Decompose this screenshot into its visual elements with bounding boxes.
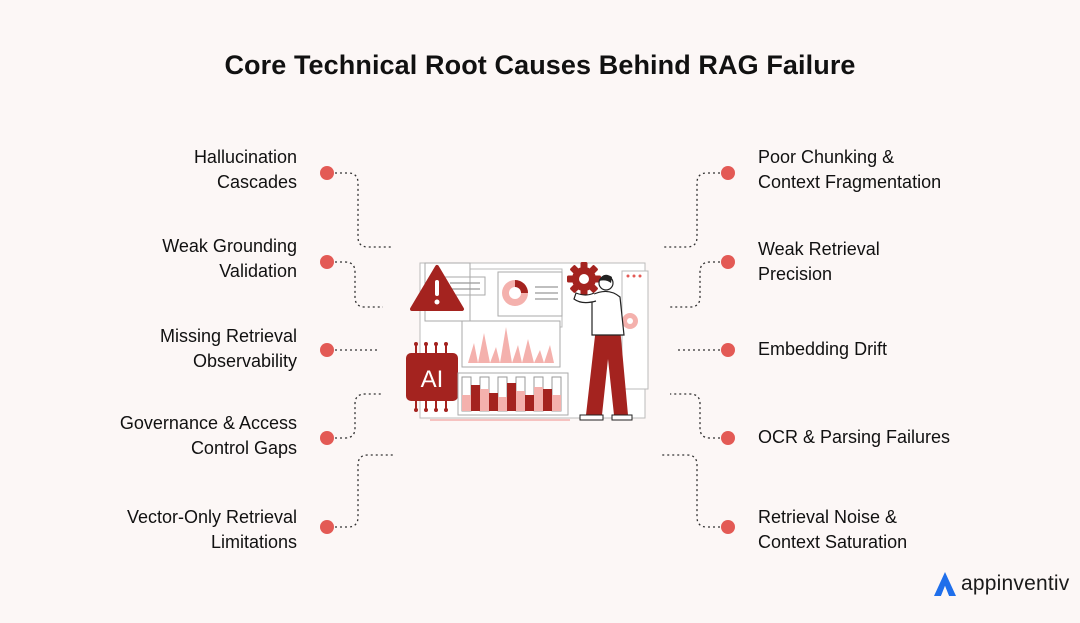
label-line: Observability [192, 351, 297, 371]
spike-chart-icon [461, 320, 561, 368]
bullet-dot [721, 166, 735, 180]
label-line: Weak Grounding [162, 236, 297, 256]
label-line: Precision [758, 264, 833, 284]
bullet-dot [320, 343, 334, 357]
label-line: Poor Chunking & [758, 147, 895, 167]
label-line: Retrieval Noise & [758, 507, 898, 527]
label-line: Governance & Access [119, 413, 297, 433]
brand-name: appinventiv [961, 572, 1070, 595]
cause-label-observability: Missing Retrieval Observability [160, 324, 297, 374]
central-illustration: AI [406, 262, 649, 421]
bullet-dot [320, 520, 334, 534]
cause-label-grounding: Weak Grounding Validation [162, 234, 297, 284]
cause-label-governance: Governance & Access Control Gaps [120, 411, 297, 461]
bullet-dot [721, 255, 735, 269]
cause-label-ocr: OCR & Parsing Failures [758, 425, 950, 450]
ai-chip-icon: AI [406, 342, 458, 412]
gear-icon [567, 262, 601, 296]
label-line: Vector-Only Retrieval [126, 507, 297, 527]
label-line: OCR & Parsing Failures [758, 427, 951, 447]
appinventiv-logo-icon [934, 572, 956, 596]
cause-label-precision: Weak Retrieval Precision [758, 237, 880, 287]
label-line: Control Gaps [190, 438, 297, 458]
label-line: Weak Retrieval [758, 239, 880, 259]
pie-card-icon [497, 271, 563, 317]
label-line: Validation [219, 261, 297, 281]
label-line: Missing Retrieval [159, 326, 297, 346]
cause-label-chunking: Poor Chunking & Context Fragmentation [758, 145, 941, 195]
label-line: Limitations [210, 532, 297, 552]
brand-logo: appinventiv [932, 568, 1069, 600]
warning-icon [410, 265, 464, 311]
cause-label-hallucination: Hallucination Cascades [194, 145, 297, 195]
cause-label-vector-only: Vector-Only Retrieval Limitations [127, 505, 297, 555]
person-figure [573, 274, 633, 421]
bar-panel-icon [457, 372, 569, 416]
page-title: Core Technical Root Causes Behind RAG Fa… [224, 50, 856, 80]
bullet-dot [320, 255, 334, 269]
cause-label-noise: Retrieval Noise & Context Saturation [758, 505, 907, 555]
label-line: Context Fragmentation [758, 172, 942, 192]
label-line: Embedding Drift [758, 339, 888, 359]
chip-label: AI [421, 366, 444, 393]
bullet-dot [320, 166, 334, 180]
label-line: Context Saturation [758, 532, 908, 552]
bullet-dot [320, 431, 334, 445]
cause-label-embedding-drift: Embedding Drift [758, 337, 887, 362]
bullet-dot [721, 343, 735, 357]
label-line: Hallucination [193, 147, 297, 167]
label-line: Cascades [216, 172, 297, 192]
bullet-dot [721, 520, 735, 534]
bullet-dot [721, 431, 735, 445]
